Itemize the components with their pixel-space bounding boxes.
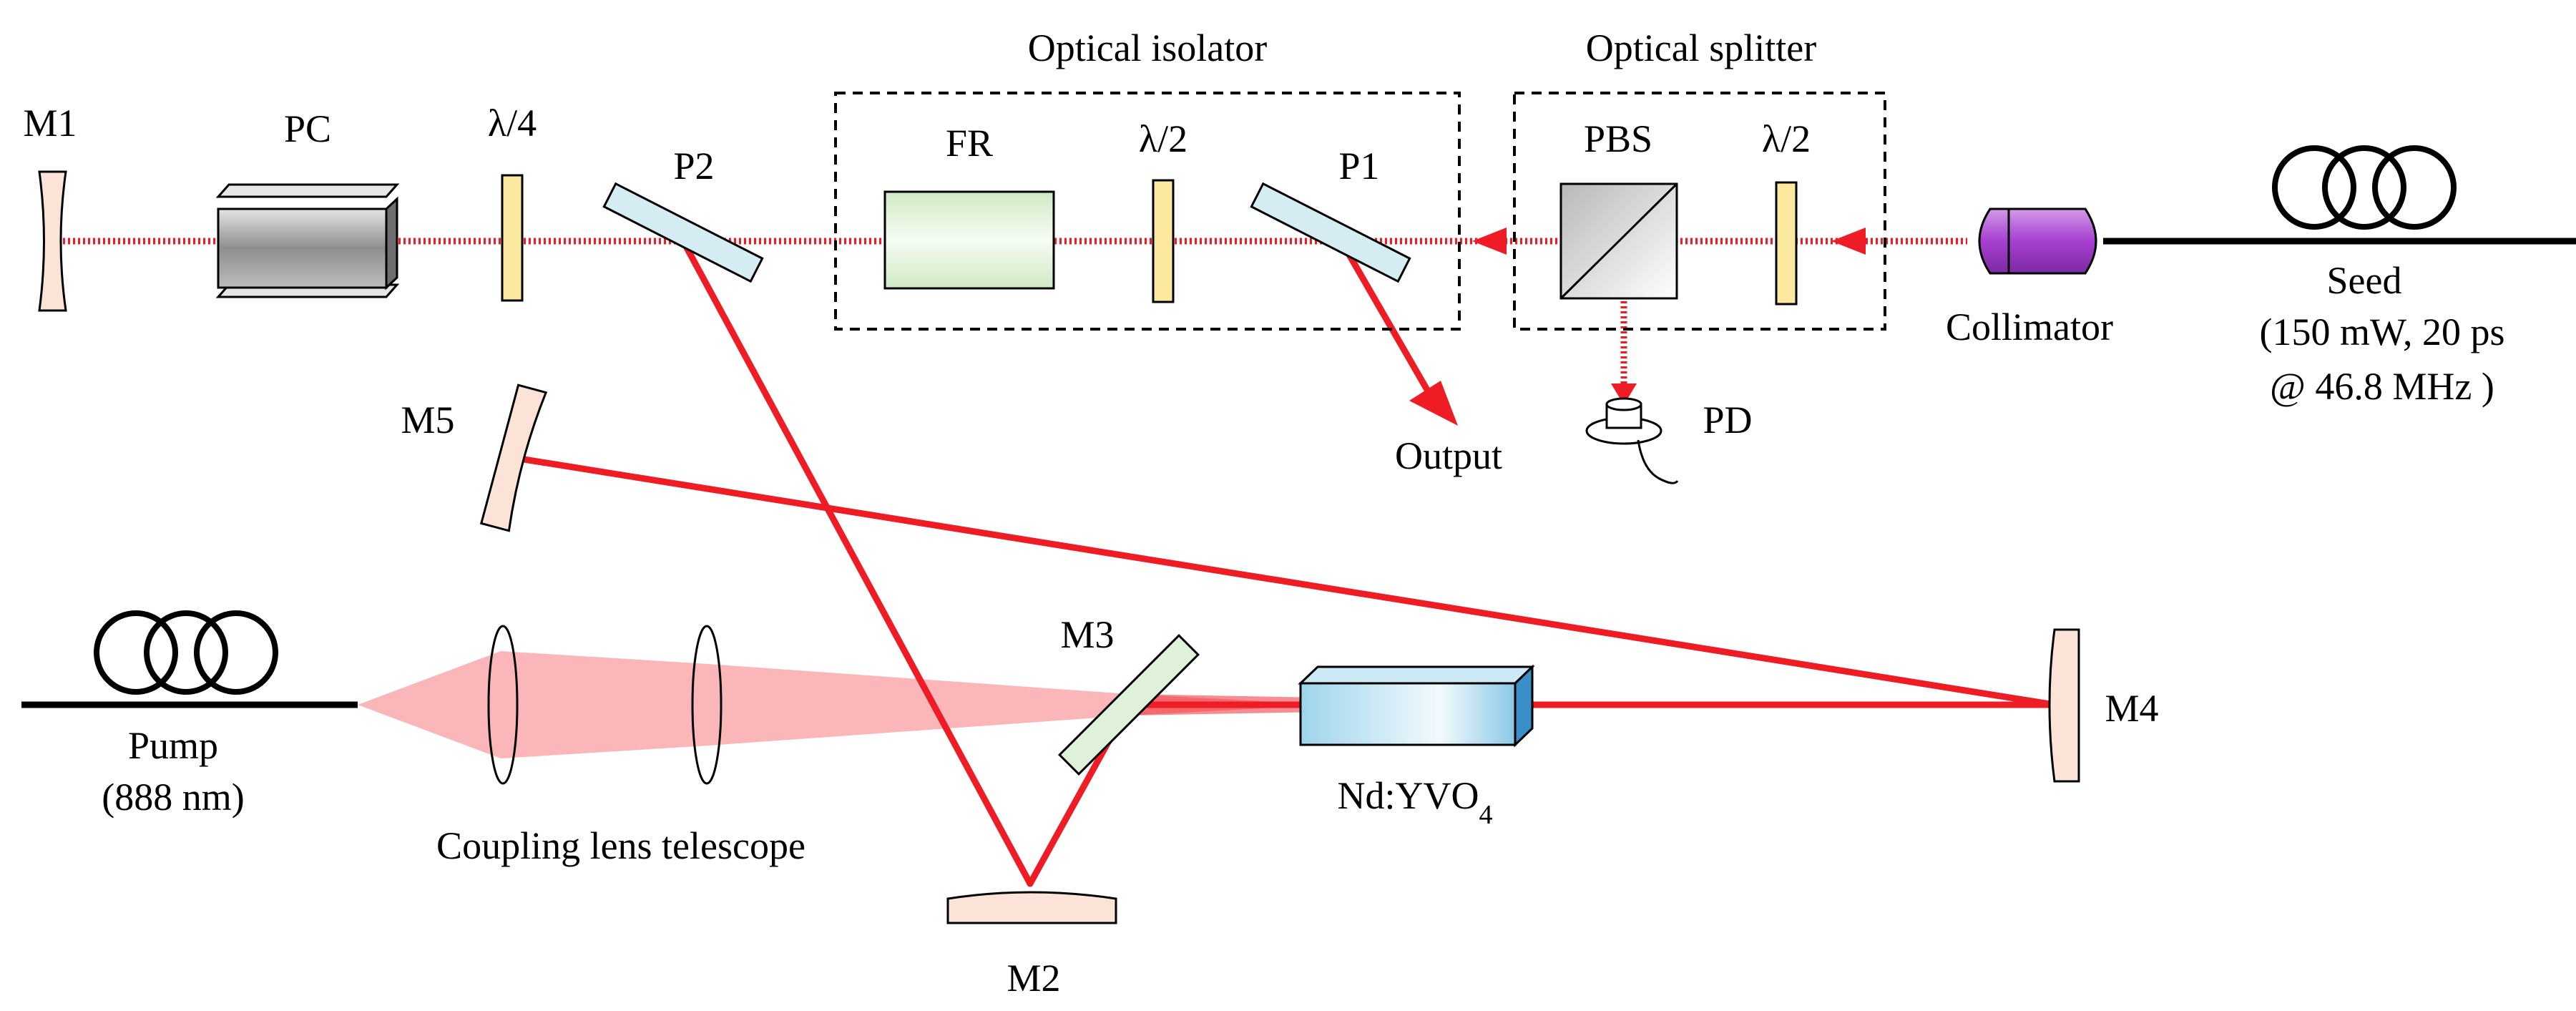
polarizer-p1 [1250, 182, 1411, 283]
polarizer-p2 [602, 182, 764, 283]
coupling-lenses [487, 625, 723, 785]
mirror-m2 [946, 891, 1117, 924]
label-m3: M3 [1060, 613, 1114, 656]
mirror-m3 [1058, 634, 1200, 776]
label-pump-wavelength: (888 nm) [102, 776, 244, 819]
label-m2: M2 [1007, 957, 1060, 1000]
label-m1: M1 [23, 102, 77, 145]
label-seed: Seed [2327, 259, 2402, 302]
label-p1: P1 [1338, 145, 1379, 187]
label-optical-splitter: Optical splitter [1586, 26, 1816, 69]
beam-p1-output [1338, 238, 1433, 397]
label-pc: PC [284, 107, 331, 150]
nd-yvo4-crystal [1298, 664, 1535, 748]
label-coupling-lens-telescope: Coupling lens telescope [436, 824, 805, 867]
output-arrow-head [1409, 381, 1458, 426]
polarizing-beam-splitter [1559, 182, 1678, 300]
mirror-m5 [479, 384, 548, 532]
mirror-m4 [2048, 628, 2080, 783]
pockels-cell [215, 183, 400, 298]
label-pbs: PBS [1584, 117, 1652, 160]
faraday-rotator [883, 190, 1055, 290]
label-seed-spec-1: (150 mW, 20 ps [2259, 311, 2504, 353]
label-p2: P2 [673, 145, 714, 187]
optical-isolator-box [834, 92, 1461, 331]
isolator-arrow-head [1472, 228, 1507, 255]
pd-arrow-head [1611, 384, 1637, 405]
pump-fiber [21, 610, 358, 708]
half-wave-plate-splitter [1775, 181, 1798, 306]
label-hwp-splitter: λ/2 [1762, 117, 1811, 160]
collimator [1978, 207, 2097, 275]
label-output: Output [1395, 434, 1502, 477]
photodiode [1585, 397, 1679, 484]
label-pump: Pump [128, 724, 218, 767]
label-crystal: Nd:YVO4 [1338, 774, 1493, 830]
label-m5: M5 [401, 399, 454, 441]
pump-beam-cone [358, 651, 1331, 758]
label-qwp: λ/4 [488, 102, 537, 145]
seed-fiber [2103, 145, 2576, 245]
seed-arrow-head [1831, 228, 1866, 255]
label-pd: PD [1703, 399, 1752, 441]
beam-p2-to-m2 [680, 238, 1034, 887]
label-m4: M4 [2105, 687, 2158, 730]
label-collimator: Collimator [1946, 306, 2113, 348]
label-hwp-isolator: λ/2 [1139, 117, 1187, 160]
label-optical-isolator: Optical isolator [1028, 26, 1267, 69]
mirror-m1 [38, 170, 67, 312]
half-wave-plate-isolator [1152, 179, 1175, 303]
optical-splitter-box [1513, 92, 1886, 331]
beam-m4-to-m5 [511, 454, 2058, 708]
label-seed-spec-2: @ 46.8 MHz ) [2270, 365, 2494, 408]
quarter-wave-plate [501, 174, 524, 302]
beam-paths [43, 228, 2058, 887]
label-fr: FR [946, 122, 993, 165]
